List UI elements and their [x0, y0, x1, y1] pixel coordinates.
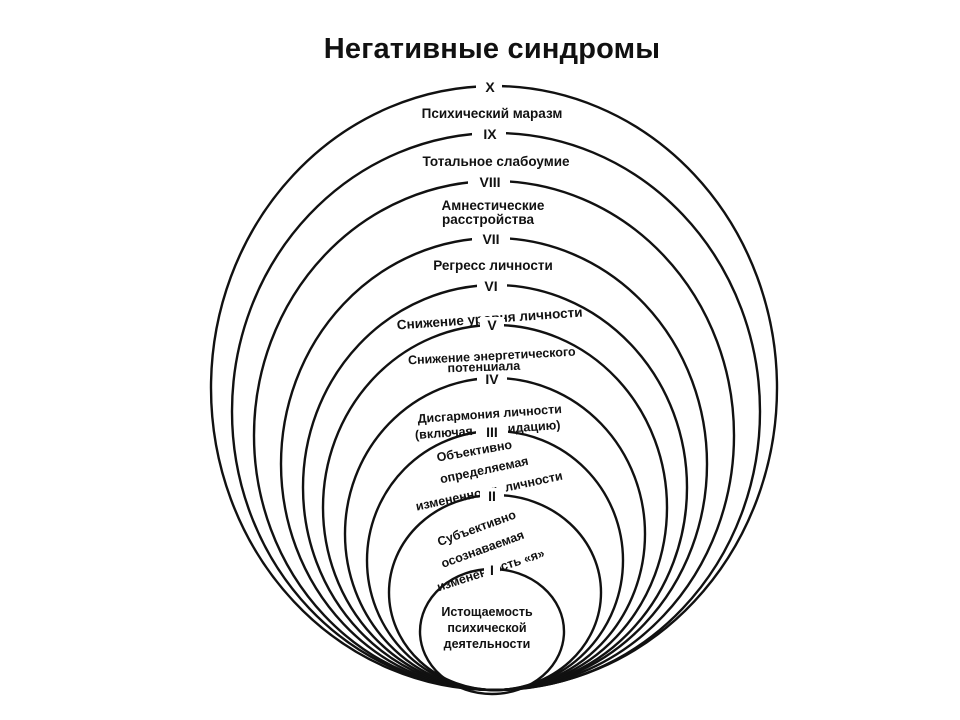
numeral-bg-i — [484, 562, 500, 577]
numeral-vii: VII — [482, 231, 499, 247]
numeral-bg-v — [480, 317, 504, 332]
numeral-x: X — [485, 79, 495, 95]
numeral-bg-viii — [468, 174, 510, 190]
label-vii-line1: Регресс личности — [433, 258, 553, 273]
labels-group: X Психический маразм IX Тотальное слабоу… — [396, 79, 583, 651]
numeral-v: V — [487, 317, 497, 333]
numeral-ii: II — [488, 488, 496, 504]
numeral-viii: VIII — [479, 174, 500, 190]
numeral-bg-vi — [477, 278, 507, 294]
numeral-bg-ix — [472, 126, 506, 142]
numeral-bg-x — [476, 79, 502, 95]
numeral-vi: VI — [484, 278, 497, 294]
numeral-i: I — [490, 562, 494, 578]
numeral-bg-vii — [472, 231, 510, 247]
label-ix-line1: Тотальное слабоумие — [422, 154, 570, 169]
label-viii-line1: Амнестические — [442, 198, 545, 213]
slide-title: Негативные синдромы — [323, 33, 661, 65]
label-i-line1: Истощаемость — [441, 605, 533, 619]
label-i-line2: психической — [447, 621, 526, 635]
label-i-line3: деятельности — [444, 637, 531, 651]
numeral-bg-iii — [476, 424, 508, 439]
numeral-bg-iv — [477, 371, 507, 386]
numeral-ix: IX — [483, 126, 497, 142]
label-x-line1: Психический маразм — [422, 106, 563, 121]
label-viii-line2: расстройства — [442, 212, 534, 227]
numeral-iii: III — [486, 424, 498, 440]
numeral-iv: IV — [485, 371, 499, 387]
numeral-bg-ii — [480, 488, 504, 503]
